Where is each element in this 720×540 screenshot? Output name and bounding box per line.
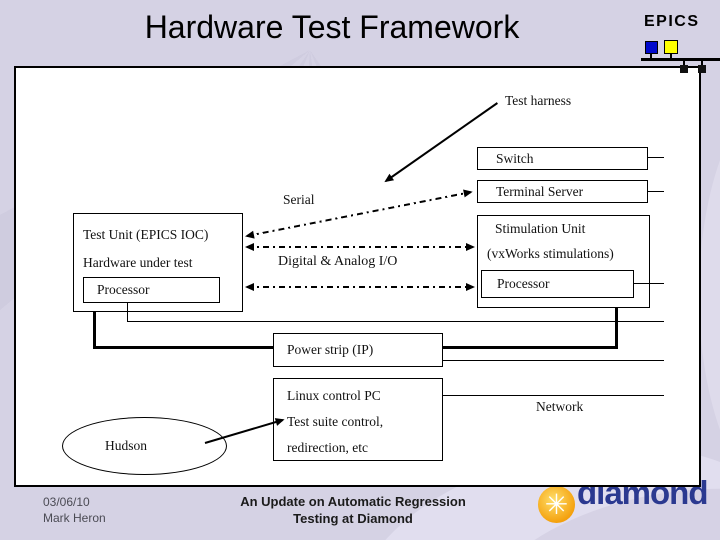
connector-processor-drop	[127, 302, 128, 322]
star-icon: ✳	[544, 488, 569, 521]
connector-linux-network	[442, 395, 664, 396]
stimulation-unit-title: Stimulation Unit	[495, 221, 586, 236]
stimulation-unit-subtitle: (vxWorks stimulations)	[487, 246, 614, 261]
label-test-harness: Test harness	[505, 93, 572, 108]
test-unit-title: Test Unit (EPICS IOC)	[83, 227, 209, 242]
box-stimulation-processor: Processor	[481, 270, 634, 298]
epics-yellow-node-icon	[664, 40, 678, 54]
box-switch: Switch	[477, 147, 648, 170]
link-io-lower	[245, 283, 475, 291]
power-line-left-horizontal	[93, 346, 273, 349]
label-digital-analog-io: Digital & Analog I/O	[278, 254, 398, 269]
power-line-right-horizontal	[442, 346, 618, 349]
epics-stem	[650, 54, 652, 59]
connector-power-network	[442, 360, 664, 361]
connector-terminal-network	[648, 191, 664, 192]
diamond-logo-icon: ✳	[538, 486, 575, 523]
epics-logo: EPICS	[640, 12, 720, 78]
footer-left: 03/06/10 Mark Heron	[43, 494, 106, 526]
arrowhead	[245, 283, 254, 291]
test-unit-subtitle: Hardware under test	[83, 255, 193, 270]
arrowhead	[244, 230, 255, 241]
box-stimulation-unit: Stimulation Unit (vxWorks stimulations) …	[477, 215, 650, 308]
arrowhead	[466, 243, 475, 251]
power-line-left-vertical	[93, 311, 96, 349]
footer-caption: An Update on Automatic Regression Testin…	[193, 493, 513, 527]
label-network: Network	[536, 399, 584, 414]
connector-processor-network	[127, 321, 664, 322]
epics-small-node-icon	[698, 65, 706, 73]
box-power-strip: Power strip (IP)	[273, 333, 443, 367]
epics-stem	[701, 61, 703, 66]
epics-stem	[683, 61, 685, 66]
epics-stem	[670, 54, 672, 59]
link-io-upper	[245, 243, 475, 251]
arrowhead	[245, 243, 254, 251]
epics-small-node-icon	[680, 65, 688, 73]
box-linux-control-pc: Linux control PC Test suite control, red…	[273, 378, 443, 461]
epics-network-bus-icon	[641, 58, 720, 61]
epics-blue-node-icon	[645, 41, 658, 54]
page-title: Hardware Test Framework	[144, 9, 520, 45]
epics-logo-text: EPICS	[644, 13, 700, 30]
label-serial: Serial	[283, 192, 315, 207]
box-test-unit: Test Unit (EPICS IOC) Hardware under tes…	[73, 213, 243, 312]
linux-pc-line3: redirection, etc	[287, 440, 368, 455]
linux-pc-line2: Test suite control,	[287, 414, 384, 429]
connector-stim-processor-network	[634, 283, 664, 284]
linux-pc-title: Linux control PC	[287, 388, 381, 403]
box-test-unit-processor: Processor	[83, 277, 220, 303]
hudson-ellipse: Hudson	[62, 417, 227, 475]
arrowhead	[463, 187, 474, 198]
footer-date: 03/06/10	[43, 495, 90, 509]
footer-author: Mark Heron	[43, 511, 106, 525]
arrowhead	[466, 283, 475, 291]
footer-caption-line1: An Update on Automatic Regression	[240, 494, 466, 509]
footer-caption-line2: Testing at Diamond	[293, 511, 413, 526]
power-line-right-vertical	[615, 308, 618, 349]
box-terminal-server: Terminal Server	[477, 180, 648, 203]
connector-switch-network	[648, 157, 664, 158]
